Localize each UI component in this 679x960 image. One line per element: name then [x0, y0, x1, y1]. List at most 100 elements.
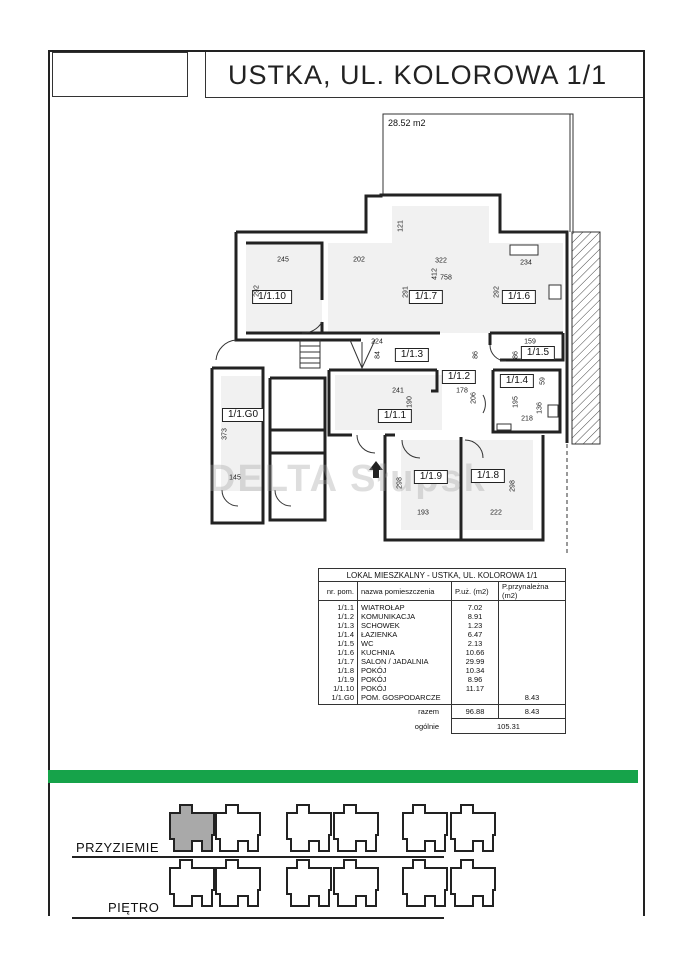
- building-unit: [169, 859, 215, 907]
- stove-icon: [548, 284, 562, 300]
- cell-puz: 7.02: [467, 603, 483, 612]
- dimension: 322: [435, 257, 447, 265]
- title-box: [205, 52, 643, 98]
- cell-nr: 1/1.5: [337, 639, 354, 648]
- cell-name: POKÓJ: [361, 684, 387, 693]
- cell-name: WIATROŁAP: [361, 603, 405, 612]
- room-label: 1/1.2: [441, 370, 477, 384]
- room-label: 1/1.1: [377, 409, 413, 423]
- cell-puz: 2.13: [467, 639, 483, 648]
- cell-name: POM. GOSPODARCZE: [361, 693, 441, 702]
- cell-nr: 1/1.10: [333, 684, 354, 693]
- room-label: 1/1.9: [413, 470, 449, 484]
- cell-nr: 1/1.8: [337, 666, 354, 675]
- cell-puz: 10.66: [465, 648, 485, 657]
- room-label: 1/1.4: [499, 374, 535, 388]
- cell-nr: 1/1.7: [337, 657, 354, 666]
- building-unit: [450, 804, 496, 852]
- dimension: 145: [229, 474, 241, 482]
- room-label: 1/1.7: [408, 290, 444, 304]
- door-swings: [215, 321, 507, 507]
- cell-puz: 29.99: [465, 657, 485, 666]
- building-unit: [333, 859, 379, 907]
- cell-puz: 8.91: [467, 612, 483, 621]
- dimension: 178: [456, 387, 468, 395]
- building-unit: [333, 804, 379, 852]
- cell-puz: 8.96: [467, 675, 483, 684]
- cell-name: WC: [361, 639, 374, 648]
- cell-nr: 1/1.2: [337, 612, 354, 621]
- grand-total-area: 105.31: [451, 718, 566, 734]
- room-floors: [221, 206, 563, 530]
- frame-right-border: [643, 50, 645, 916]
- divider: [72, 856, 444, 858]
- cell-name: POKÓJ: [361, 675, 387, 684]
- frame-left-border: [48, 50, 50, 916]
- cell-name: SALON / JADALNIA: [361, 657, 429, 666]
- cell-pp: 8.43: [524, 693, 540, 702]
- dimension: 202: [353, 256, 365, 264]
- dimension: 241: [392, 387, 404, 395]
- room-area-table: LOKAL MIESZKALNY - USTKA, UL. KOLOROWA 1…: [318, 568, 566, 734]
- cell-name: SCHOWEK: [361, 621, 400, 630]
- cell-name: KOMUNIKACJA: [361, 612, 416, 621]
- garden-outline: [382, 113, 574, 232]
- cell-nr: 1/1.3: [337, 621, 354, 630]
- room-label: 1/1.10: [252, 290, 292, 304]
- cell-nr: 1/1.G0: [331, 693, 354, 702]
- cell-name: POKÓJ: [361, 666, 387, 675]
- sink-icon: [509, 244, 539, 256]
- highlighted-unit: [169, 804, 215, 852]
- dimension: 159: [524, 338, 536, 346]
- dimension: 758: [440, 274, 452, 282]
- building-unit: [286, 804, 332, 852]
- cell-nr: 1/1.1: [337, 603, 354, 612]
- building-unit: [215, 804, 261, 852]
- cell-nr: 1/1.4: [337, 630, 354, 639]
- building-unit: [402, 804, 448, 852]
- cell-nr: 1/1.6: [337, 648, 354, 657]
- bathtub-icon: [496, 423, 512, 431]
- building-unit: [215, 859, 261, 907]
- grand-total-label: ogólnie: [414, 721, 439, 731]
- cell-puz: 1.23: [467, 621, 483, 630]
- room-label: 1/1.G0: [221, 408, 265, 422]
- cell-name: KUCHNIA: [361, 648, 395, 657]
- building-unit: [450, 859, 496, 907]
- cell-puz: 10.34: [465, 666, 485, 675]
- walls: [210, 193, 569, 542]
- frame-top-border: [48, 50, 645, 52]
- floor-label-ground: PRZYZIEMIE: [76, 840, 160, 855]
- entrance-arrow-icon: [369, 461, 383, 478]
- divider: [72, 917, 444, 919]
- cell-puz: 6.47: [467, 630, 483, 639]
- room-label: 1/1.5: [520, 346, 556, 360]
- total-label: razem: [418, 707, 439, 717]
- cell-puz: 11.17: [465, 684, 485, 693]
- dimension: 224: [371, 338, 383, 346]
- cell-nr: 1/1.9: [337, 675, 354, 684]
- floor-label-upper: PIĘTRO: [108, 900, 160, 915]
- room-label: 1/1.3: [394, 348, 430, 362]
- garden-area-label: 28.52 m2: [388, 118, 426, 128]
- room-label: 1/1.8: [470, 469, 506, 483]
- neighbour-hatch: [571, 231, 601, 445]
- building-unit: [402, 859, 448, 907]
- building-unit: [286, 859, 332, 907]
- dimension: 222: [490, 509, 502, 517]
- stairs: [299, 339, 376, 370]
- room-label: 1/1.6: [501, 290, 537, 304]
- dimension: 193: [417, 509, 429, 517]
- fixtures: [496, 244, 562, 431]
- toilet-icon: [547, 404, 559, 418]
- dimension: 218: [521, 415, 533, 423]
- dimension: 245: [277, 256, 289, 264]
- page-title: USTKA, UL. KOLOROWA 1/1: [228, 60, 608, 90]
- accent-bar: [48, 770, 638, 783]
- logo-box: [52, 52, 188, 97]
